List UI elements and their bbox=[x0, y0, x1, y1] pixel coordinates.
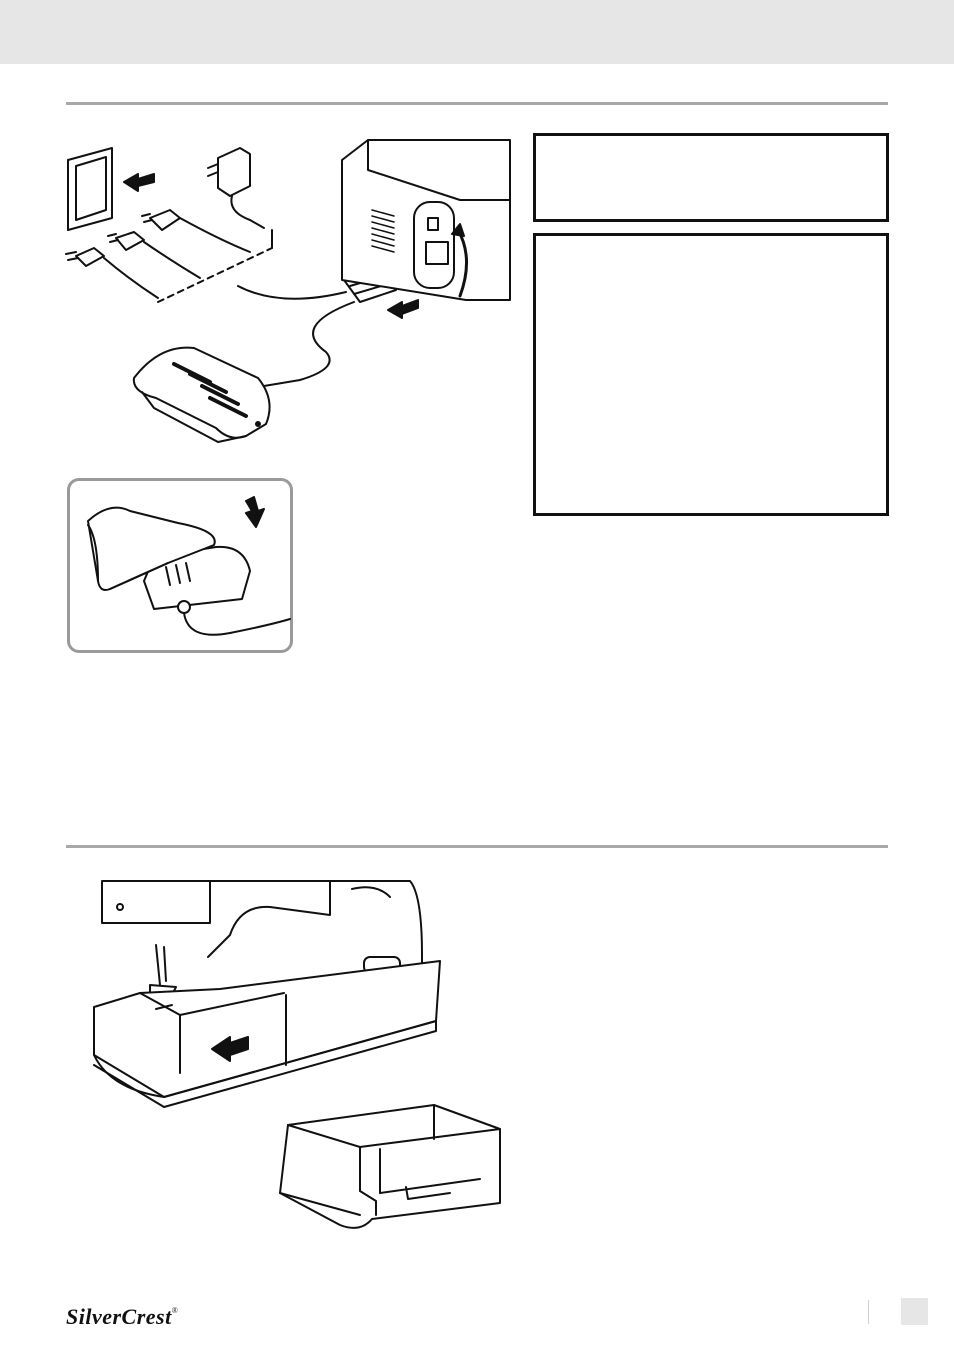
header-band bbox=[0, 0, 954, 64]
arrow-down-icon bbox=[245, 496, 265, 528]
plug-icon bbox=[107, 231, 201, 279]
page-marker bbox=[901, 1298, 928, 1325]
wall-socket-icon bbox=[67, 147, 113, 231]
section-rule-middle bbox=[66, 845, 888, 848]
sewing-machine-icon bbox=[93, 880, 441, 1108]
plug-icon bbox=[141, 209, 251, 253]
note-box-bottom bbox=[533, 233, 889, 516]
machine-socket-icon bbox=[341, 139, 511, 301]
foot-control-inset bbox=[67, 478, 293, 653]
note-box-top bbox=[533, 133, 889, 222]
page-tick-divider bbox=[868, 1300, 869, 1324]
arrow-left-icon bbox=[211, 1036, 249, 1062]
brand-logo: SilverCrest® bbox=[66, 1304, 178, 1330]
accessory-box-illustration bbox=[93, 880, 501, 1229]
foot-icon bbox=[87, 506, 216, 591]
power-connection-illustration bbox=[65, 139, 511, 443]
foot-pedal-icon bbox=[132, 346, 271, 443]
registered-mark: ® bbox=[171, 1306, 179, 1315]
brand-logo-text: SilverCrest bbox=[66, 1304, 172, 1329]
section-rule-top bbox=[66, 102, 888, 105]
foot-pedal-press-illustration bbox=[87, 496, 291, 636]
plug-icon bbox=[65, 247, 159, 299]
accessory-box-icon bbox=[279, 1104, 501, 1229]
power-switch-icon bbox=[427, 217, 439, 231]
power-adapter-icon bbox=[207, 147, 265, 229]
arrow-icon bbox=[123, 173, 155, 192]
